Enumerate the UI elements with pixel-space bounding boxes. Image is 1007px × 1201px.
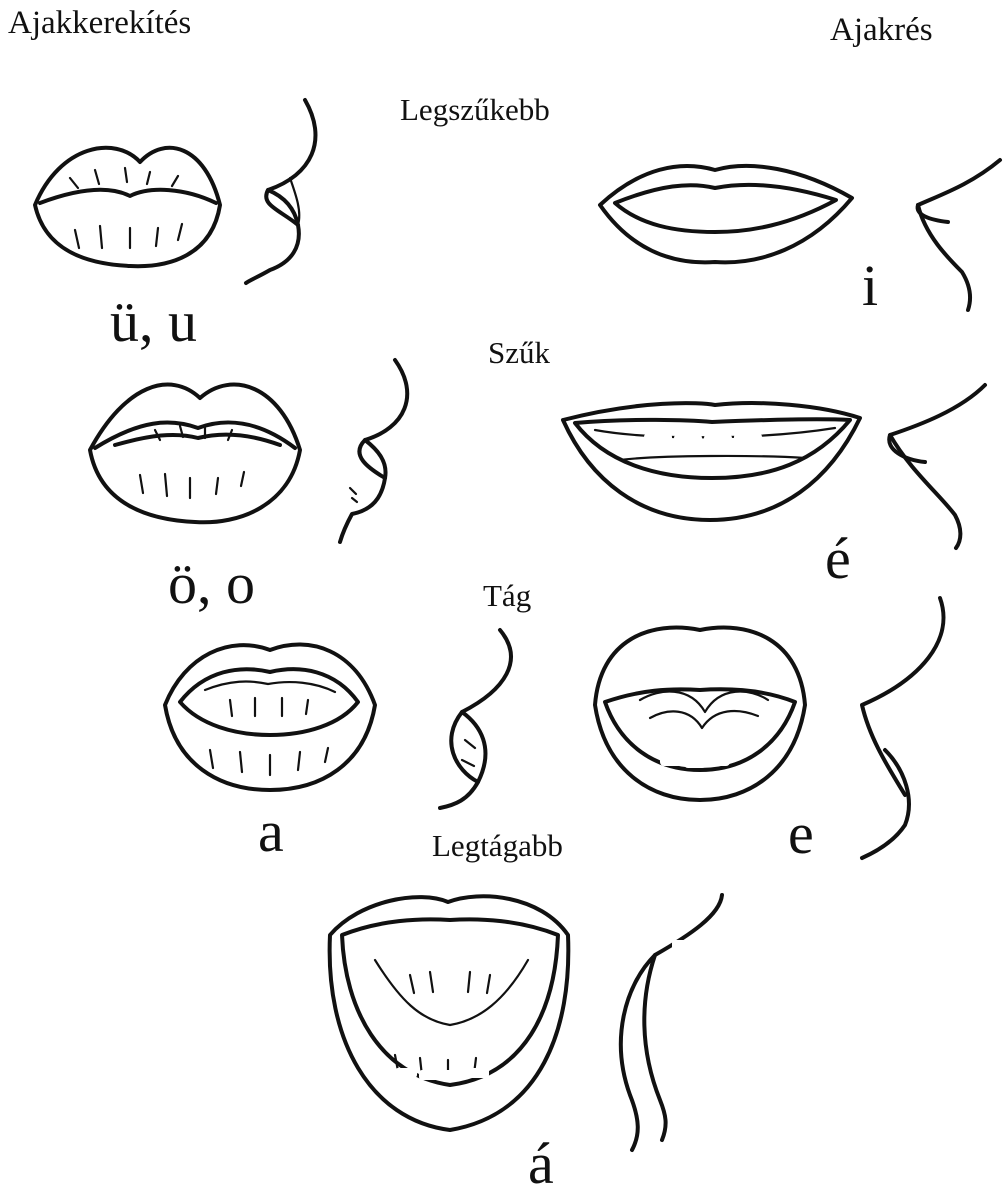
mouth-front-e: [595, 628, 805, 800]
mouth-front-u: [35, 148, 220, 266]
profile-u: [246, 100, 315, 283]
mouth-front-e-acute: [563, 403, 860, 520]
profile-i: [918, 160, 1000, 310]
mouth-front-a: [165, 645, 375, 790]
profile-e: [862, 598, 943, 858]
mouth-front-o: [90, 385, 300, 523]
profile-a: [440, 630, 511, 808]
profile-e-acute: [889, 385, 985, 548]
profile-o: [340, 360, 407, 542]
mouth-front-i: [600, 166, 852, 262]
mouth-front-a-acute: [330, 896, 569, 1130]
profile-a-acute: [621, 895, 722, 1150]
